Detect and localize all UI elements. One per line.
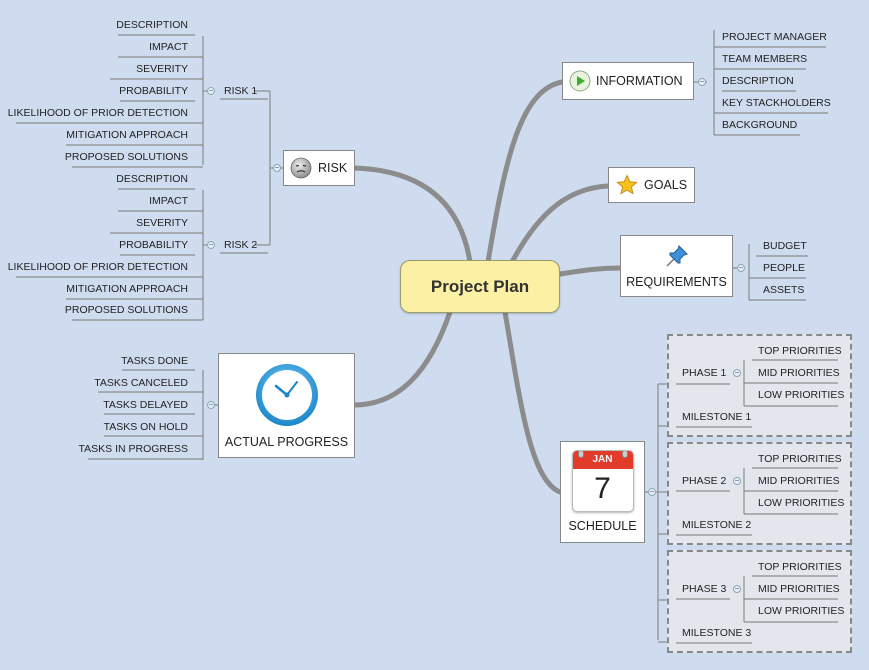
star-icon	[616, 174, 638, 195]
phase-3-item[interactable]: LOW PRIORITIES	[758, 605, 845, 617]
progress-item[interactable]: TASKS IN PROGRESS	[78, 443, 189, 455]
phase-2-item[interactable]: LOW PRIORITIES	[758, 497, 845, 509]
risk-node[interactable]: RISK	[283, 150, 355, 186]
calendar-ring-left	[577, 451, 584, 458]
phase-2-item[interactable]: TOP PRIORITIES	[758, 453, 842, 465]
information-item[interactable]: PROJECT MANAGER	[722, 31, 827, 43]
actual-progress-node[interactable]: ACTUAL PROGRESS	[218, 353, 355, 458]
calendar-ring-right	[621, 451, 628, 458]
progress-item[interactable]: TASKS CANCELED	[94, 377, 188, 389]
phase-1-item[interactable]: LOW PRIORITIES	[758, 389, 845, 401]
requirements-item[interactable]: PEOPLE	[763, 262, 806, 274]
sad-face-icon	[290, 157, 312, 179]
risk-label: RISK	[318, 161, 348, 175]
risk-2-collapse-icon[interactable]: −	[207, 240, 215, 249]
risk-1-collapse-icon[interactable]: −	[207, 86, 215, 95]
information-node[interactable]: INFORMATION	[562, 62, 694, 100]
phase-3-milestone[interactable]: MILESTONE 3	[682, 627, 752, 639]
risk-1-item[interactable]: PROPOSED SOLUTIONS	[64, 151, 188, 163]
information-item[interactable]: TEAM MEMBERS	[722, 53, 808, 65]
requirements-item[interactable]: ASSETS	[763, 284, 805, 296]
risk-1-item[interactable]: MITIGATION APPROACH	[66, 129, 188, 141]
goals-node[interactable]: GOALS	[608, 167, 695, 203]
risk-1-item[interactable]: SEVERITY	[136, 63, 188, 75]
risk-2-item[interactable]: LIKELIHOOD OF PRIOR DETECTION	[7, 261, 188, 273]
risk-2-item[interactable]: PROBABILITY	[119, 239, 188, 251]
phase-2-item[interactable]: MID PRIORITIES	[758, 475, 840, 487]
calendar-icon: JAN 7	[571, 450, 634, 512]
phase-3-box	[667, 550, 852, 653]
risk-1-item[interactable]: DESCRIPTION	[116, 19, 188, 31]
risk-1-item[interactable]: LIKELIHOOD OF PRIOR DETECTION	[7, 107, 188, 119]
information-item[interactable]: DESCRIPTION	[722, 75, 794, 87]
phase-1-label[interactable]: PHASE 1	[682, 367, 727, 379]
schedule-label: SCHEDULE	[568, 519, 637, 533]
phase-1-collapse-icon[interactable]: −	[733, 368, 741, 377]
information-label: INFORMATION	[596, 74, 683, 88]
information-item[interactable]: KEY STACKHOLDERS	[722, 97, 831, 109]
requirements-label: REQUIREMENTS	[626, 275, 727, 289]
requirements-node[interactable]: REQUIREMENTS	[620, 235, 733, 297]
risk-2-item[interactable]: MITIGATION APPROACH	[66, 283, 188, 295]
phase-2-collapse-icon[interactable]: −	[733, 476, 741, 485]
requirements-collapse-icon[interactable]: −	[737, 263, 745, 272]
phase-3-collapse-icon[interactable]: −	[733, 584, 741, 593]
phase-3-item[interactable]: MID PRIORITIES	[758, 583, 840, 595]
progress-collapse-icon[interactable]: −	[207, 400, 215, 409]
play-icon	[569, 70, 591, 92]
risk-2-label[interactable]: RISK 2	[224, 239, 258, 251]
phase-1-box	[667, 334, 852, 437]
progress-item[interactable]: TASKS DONE	[121, 355, 188, 367]
phase-2-milestone[interactable]: MILESTONE 2	[682, 519, 752, 531]
phase-1-milestone[interactable]: MILESTONE 1	[682, 411, 752, 423]
information-collapse-icon[interactable]: −	[698, 77, 706, 86]
risk-1-label[interactable]: RISK 1	[224, 85, 258, 97]
calendar-month: JAN	[572, 451, 633, 469]
requirements-item[interactable]: BUDGET	[763, 240, 807, 252]
risk-2-item[interactable]: IMPACT	[149, 195, 188, 207]
information-item[interactable]: BACKGROUND	[722, 119, 798, 131]
schedule-collapse-icon[interactable]: −	[648, 487, 656, 496]
goals-label: GOALS	[644, 178, 688, 192]
risk-1-item[interactable]: IMPACT	[149, 41, 188, 53]
phase-1-item[interactable]: MID PRIORITIES	[758, 367, 840, 379]
phase-1-item[interactable]: TOP PRIORITIES	[758, 345, 842, 357]
pushpin-icon	[665, 245, 688, 267]
risk-2-item[interactable]: DESCRIPTION	[116, 173, 188, 185]
risk-1-item[interactable]: PROBABILITY	[119, 85, 188, 97]
central-topic[interactable]: Project Plan	[400, 260, 560, 313]
phase-2-label[interactable]: PHASE 2	[682, 475, 727, 487]
schedule-node[interactable]: JAN 7 SCHEDULE	[560, 441, 645, 543]
phase-3-item[interactable]: TOP PRIORITIES	[758, 561, 842, 573]
risk-collapse-icon[interactable]: −	[273, 163, 281, 172]
risk-2-item[interactable]: SEVERITY	[136, 217, 188, 229]
phase-2-box	[667, 442, 852, 545]
progress-item[interactable]: TASKS DELAYED	[103, 399, 188, 411]
risk-2-item[interactable]: PROPOSED SOLUTIONS	[64, 304, 188, 316]
phase-3-label[interactable]: PHASE 3	[682, 583, 727, 595]
calendar-day: 7	[594, 472, 611, 505]
actual-progress-label: ACTUAL PROGRESS	[224, 435, 349, 449]
clock-icon	[255, 364, 318, 426]
progress-item[interactable]: TASKS ON HOLD	[103, 421, 188, 433]
